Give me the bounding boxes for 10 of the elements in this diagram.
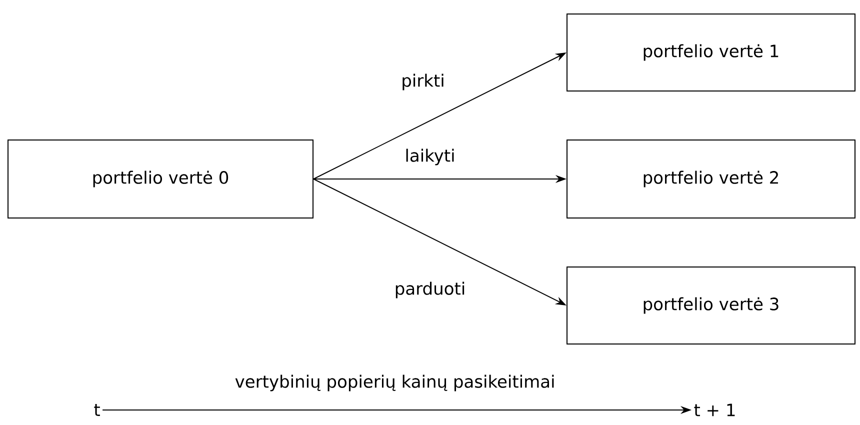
process-box: portfelio vertė 1 (566, 14, 856, 92)
edge-label: pirkti (400, 72, 446, 92)
time-label: t + 1 (694, 404, 735, 416)
edge-label: laikyti (404, 148, 456, 166)
edge-label: parduoti (393, 280, 467, 300)
process-box: portfelio vertė 3 (566, 266, 856, 344)
process-box: portfelio vertė 2 (566, 140, 856, 218)
edge-label: vertybinių popierių kainų pasikeitimai (234, 374, 556, 392)
time-label: t (94, 404, 100, 416)
process-box: portfelio vertė 0 (8, 140, 314, 218)
